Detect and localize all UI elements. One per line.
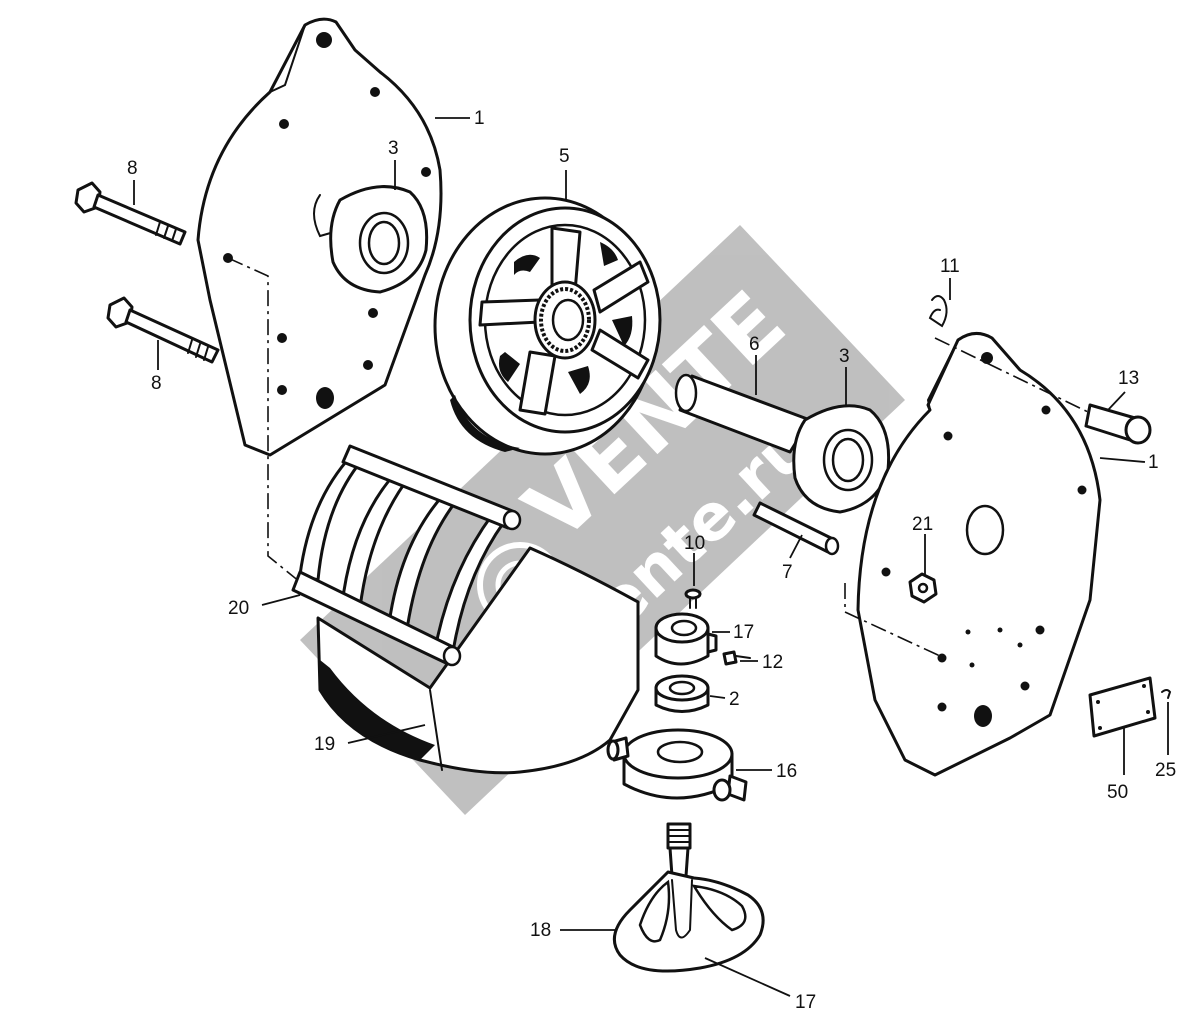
- callout-12-set-screw: 12: [762, 652, 783, 673]
- callout-19-guard: 19: [314, 734, 335, 755]
- pin: [752, 501, 840, 556]
- shaft: [674, 373, 812, 454]
- callout-10-screw: 10: [684, 533, 705, 554]
- callout-25-rivet: 25: [1155, 760, 1176, 781]
- callout-13-pin: 13: [1118, 368, 1139, 389]
- callout-8-upper-bolt: 8: [127, 158, 138, 179]
- left-side-plate: [196, 17, 443, 457]
- callout-20-frame: 20: [228, 598, 249, 619]
- swivel-block: [606, 728, 748, 802]
- bushing-left: [329, 185, 429, 294]
- callout-18-hook: 18: [530, 920, 551, 941]
- callout-6-shaft: 6: [749, 334, 760, 355]
- collar-top: [654, 612, 718, 666]
- clevis-pin: [1084, 403, 1152, 445]
- alignment-line-left: [227, 257, 301, 583]
- hook-eye: [612, 822, 765, 973]
- r-clip: [928, 295, 948, 328]
- callout-8-lower-bolt: 8: [151, 373, 162, 394]
- callout-16-swivel: 16: [776, 761, 797, 782]
- callout-1-left-plate: 1: [474, 108, 485, 129]
- callout-17-hook-body: 17: [795, 992, 816, 1013]
- callout-11-clip: 11: [940, 256, 960, 277]
- bolt-lower: [106, 296, 220, 364]
- callout-3-left-bushing: 3: [388, 138, 399, 159]
- callout-50-plate: 50: [1107, 782, 1128, 803]
- nut: [908, 572, 938, 604]
- callout-5-pulley: 5: [559, 146, 570, 167]
- bolt-upper: [74, 181, 187, 246]
- rope-guard-frame: [291, 444, 640, 775]
- right-side-plate: [856, 332, 1102, 777]
- callout-17-collar: 17: [733, 622, 754, 643]
- callout-21-nut: 21: [912, 514, 933, 535]
- set-screw: [722, 650, 751, 666]
- callout-3-right-bushing: 3: [839, 346, 850, 367]
- callout-labels: 1 3 5 8 8 11 6 3 13 1 21 10 7 17 12 2 20…: [127, 108, 1176, 1013]
- name-plate: [1088, 676, 1157, 738]
- leader-lines: [133, 117, 1169, 997]
- rivet: [1161, 689, 1172, 699]
- screw-small: [684, 588, 702, 609]
- callout-2-bearing: 2: [729, 689, 740, 710]
- bushing-right: [792, 404, 891, 514]
- pulley-sheave: [433, 196, 662, 456]
- callout-7-pin: 7: [782, 562, 793, 583]
- callout-1-right-plate: 1: [1148, 452, 1159, 473]
- bearing-ring: [654, 674, 710, 713]
- alignment-line-right: [844, 583, 941, 657]
